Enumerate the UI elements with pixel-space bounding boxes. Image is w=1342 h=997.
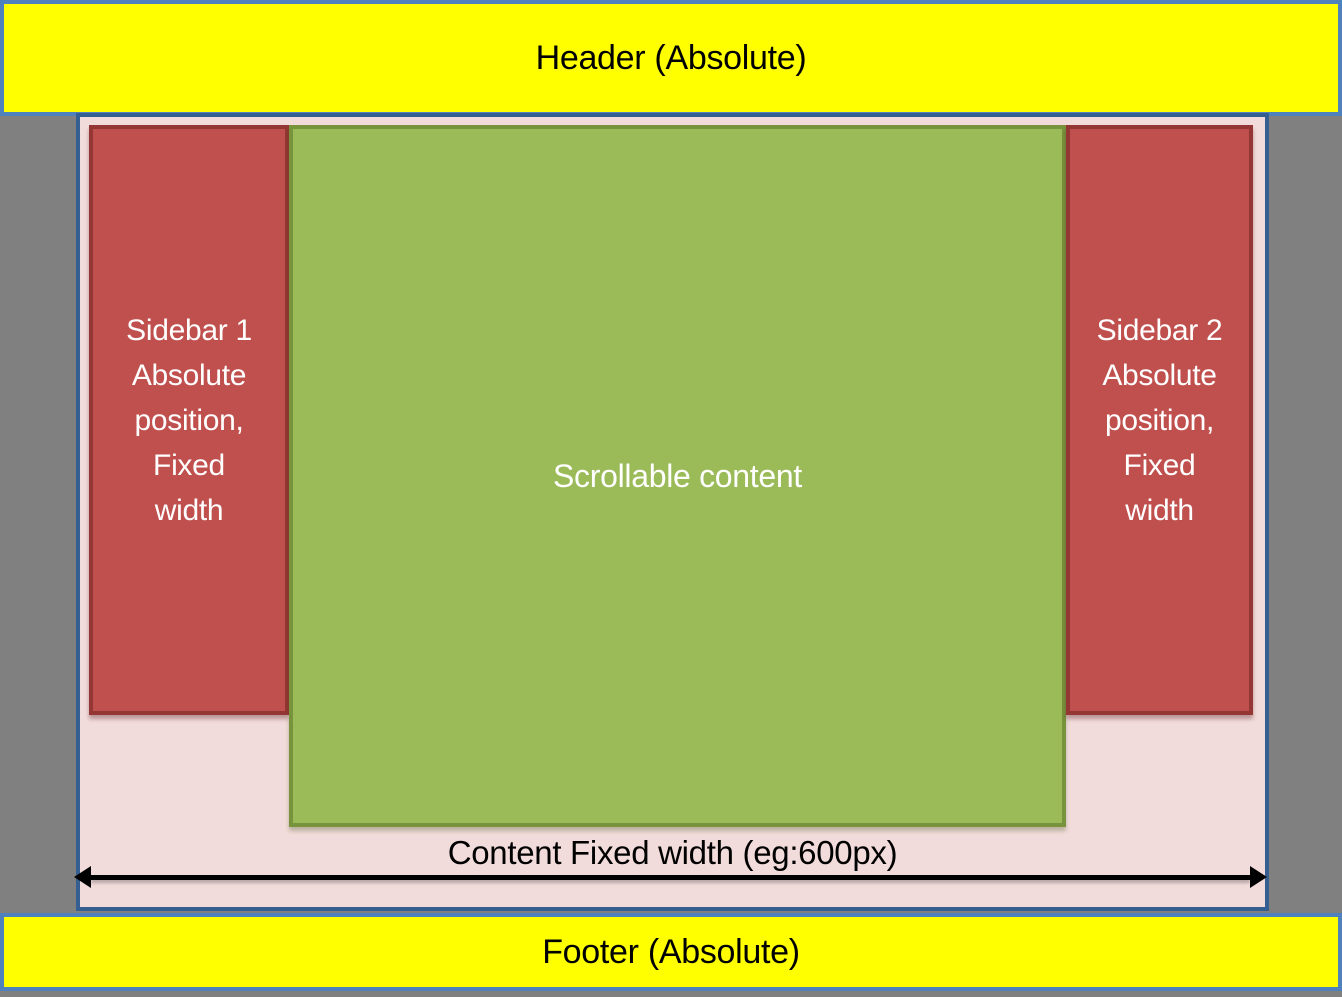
sidebar-1-label: Sidebar 1 Absolute position, Fixed width bbox=[126, 308, 252, 533]
width-arrow bbox=[74, 865, 1267, 889]
arrow-left-head-icon bbox=[74, 866, 91, 888]
sidebar-2-label: Sidebar 2 Absolute position, Fixed width bbox=[1097, 308, 1223, 533]
sidebar-1-line: width bbox=[154, 493, 224, 527]
footer-bar: Footer (Absolute) bbox=[0, 913, 1342, 991]
content-width-label: Content Fixed width (eg:600px) bbox=[447, 834, 898, 871]
sidebar-2-line: Fixed bbox=[1123, 448, 1196, 482]
header-bar: Header (Absolute) bbox=[0, 0, 1342, 116]
page-container: Sidebar 1 Absolute position, Fixed width… bbox=[74, 113, 1269, 911]
header-label: Header (Absolute) bbox=[535, 38, 807, 77]
sidebar-1-line: Sidebar 1 bbox=[126, 313, 252, 347]
sidebar-2: Sidebar 2 Absolute position, Fixed width bbox=[1066, 125, 1253, 715]
sidebar-1-line: position, bbox=[134, 403, 244, 437]
sidebar-1-line: Absolute bbox=[131, 358, 247, 392]
footer-label: Footer (Absolute) bbox=[542, 932, 800, 971]
sidebar-2-line: Absolute bbox=[1102, 358, 1217, 392]
sidebar-2-line: width bbox=[1125, 493, 1194, 527]
arrow-shaft bbox=[91, 874, 1250, 880]
scrollable-content-label: Scrollable content bbox=[553, 457, 802, 494]
arrow-right-head-icon bbox=[1250, 866, 1267, 888]
sidebar-1: Sidebar 1 Absolute position, Fixed width bbox=[89, 125, 289, 715]
sidebar-2-line: Sidebar 2 bbox=[1096, 313, 1223, 347]
sidebar-1-line: Fixed bbox=[153, 448, 225, 482]
sidebar-2-line: position, bbox=[1104, 403, 1215, 437]
scrollable-content-area: Scrollable content bbox=[289, 125, 1066, 827]
